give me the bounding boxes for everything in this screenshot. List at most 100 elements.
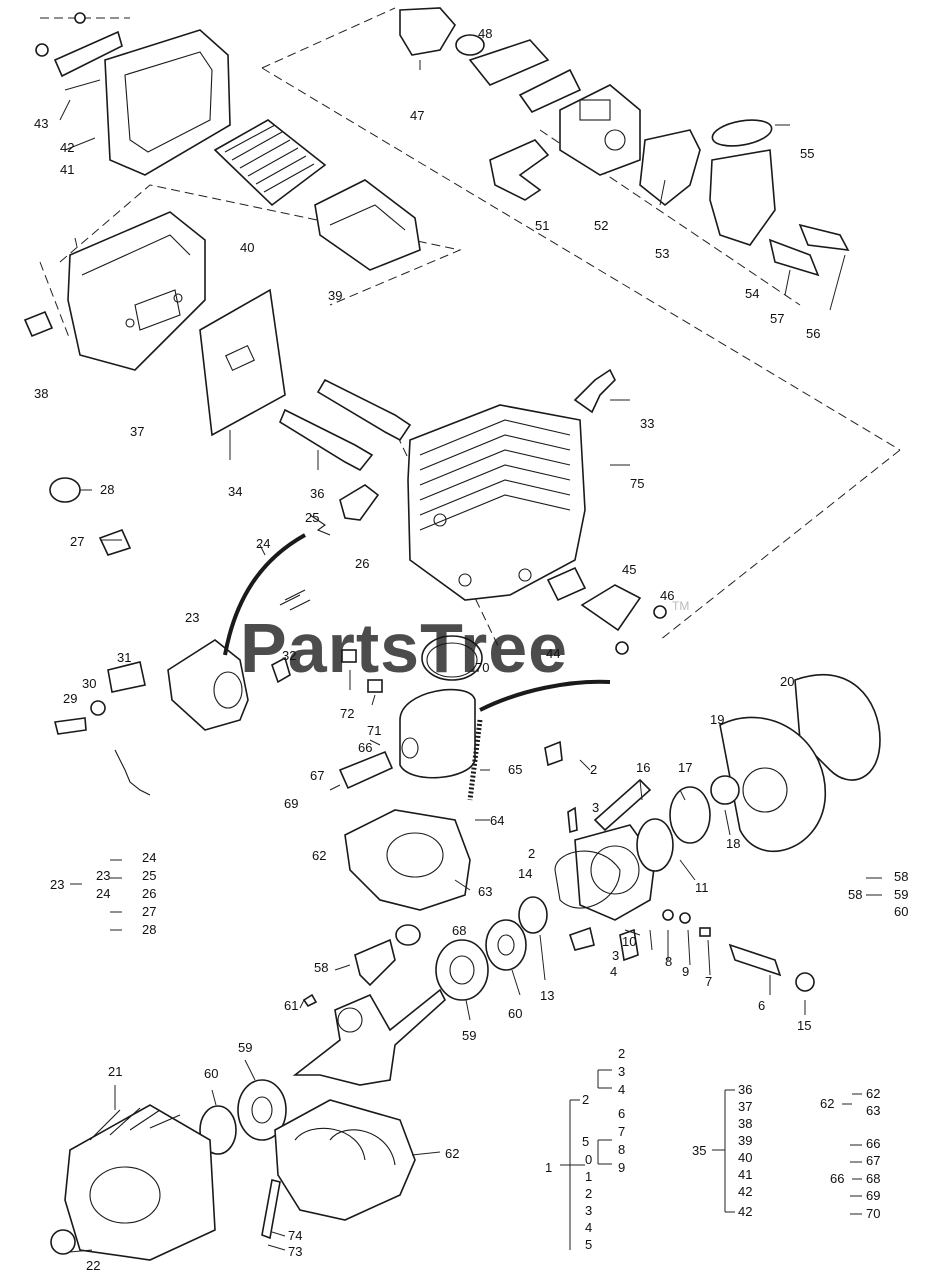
g1-other-5: 4 (585, 1220, 592, 1235)
label-63: 63 (478, 884, 492, 899)
callout-labels: 43 42 41 40 39 38 37 34 47 48 51 52 53 5… (34, 26, 820, 1273)
label-26: 26 (355, 556, 369, 571)
g58-child-1: 58 (894, 869, 908, 884)
hose-24 (223, 533, 306, 656)
label-72: 72 (340, 706, 354, 721)
label-48: 48 (478, 26, 492, 41)
label-62-upper: 62 (312, 848, 326, 863)
label-24: 24 (256, 536, 270, 551)
bracket-43 (53, 30, 123, 78)
bearing-18 (710, 775, 740, 805)
label-33: 33 (640, 416, 654, 431)
fitting-3b (568, 926, 595, 951)
label-46: 46 (660, 588, 674, 603)
bolt-57 (768, 238, 820, 277)
label-36: 36 (310, 486, 324, 501)
label-8: 8 (665, 954, 672, 969)
g35-child-7: 42 (738, 1184, 752, 1199)
cylinder-75 (407, 404, 586, 601)
label-7: 7 (705, 974, 712, 989)
g1-other-4: 3 (585, 1203, 592, 1218)
spark-screen-40 (213, 119, 327, 207)
g1-sub5-child-3: 8 (618, 1142, 625, 1157)
g1-sub5-child-1: 6 (618, 1106, 625, 1121)
label-43: 43 (34, 116, 48, 131)
bearing-59b (237, 1079, 287, 1141)
label-9: 9 (682, 964, 689, 979)
nut-72b (367, 679, 383, 693)
washer-17 (669, 786, 711, 844)
watermark-tm: TM (672, 599, 689, 613)
g1-sub5: 5 (582, 1134, 589, 1149)
label-31: 31 (117, 650, 131, 665)
terminal-32 (271, 656, 291, 684)
lever-51 (489, 139, 550, 201)
label-3a: 3 (592, 800, 599, 815)
label-13: 13 (540, 988, 554, 1003)
sleeve-31 (107, 661, 146, 693)
spark-plug-33 (573, 368, 616, 414)
cap-36 (339, 484, 380, 521)
washer-13 (518, 896, 548, 934)
g1-sub5-child-4: 9 (618, 1160, 625, 1175)
label-60a: 60 (508, 1006, 522, 1021)
g23-child-6: 27 (142, 904, 156, 919)
label-55: 55 (800, 146, 814, 161)
oil-pump-body (574, 824, 656, 921)
g1-other-6: 5 (585, 1237, 592, 1252)
g35-child-2: 37 (738, 1099, 752, 1114)
oring-55 (711, 119, 773, 147)
oring-48 (455, 34, 485, 56)
g66-child-1: 66 (866, 1136, 880, 1151)
muffler-cover-42 (104, 29, 231, 176)
flange-53 (639, 129, 701, 207)
g35-child-4: 39 (738, 1133, 752, 1148)
bolt-38 (23, 310, 54, 338)
label-68: 68 (452, 923, 466, 938)
g1-sub2-child-1: 2 (618, 1046, 625, 1061)
bearing-needle (395, 924, 421, 946)
switch-wire (114, 749, 151, 796)
nut-15 (795, 972, 815, 992)
g58-child-3: 60 (894, 904, 908, 919)
fuel-line-65 (479, 679, 611, 712)
piston-71 (399, 688, 476, 779)
label-41: 41 (60, 162, 74, 177)
label-58: 58 (314, 960, 328, 975)
label-18: 18 (726, 836, 740, 851)
grommet-28 (49, 477, 81, 503)
g62-child-1: 62 (866, 1086, 880, 1101)
intake-boot-54 (709, 149, 776, 246)
group-legend-58: 58 58 59 60 (848, 869, 908, 919)
g66-parent: 66 (830, 1171, 844, 1186)
g35-child-8: 42 (738, 1204, 752, 1219)
piston-pin-67 (338, 750, 394, 790)
clutch-20 (794, 674, 881, 781)
bolt-56 (798, 223, 850, 251)
gasket-small (518, 68, 582, 114)
seal-11 (636, 818, 674, 872)
g66-child-3: 68 (866, 1171, 880, 1186)
label-11: 11 (695, 880, 709, 895)
label-38: 38 (34, 386, 48, 401)
label-2a: 2 (590, 762, 597, 777)
g23-child-4: 25 (142, 868, 156, 883)
label-17: 17 (678, 760, 692, 775)
crankshaft-assembly (50, 896, 548, 1261)
g1-other-1: 0 (585, 1152, 592, 1167)
label-16: 16 (636, 760, 650, 775)
nut-43 (35, 43, 49, 57)
label-74: 74 (288, 1228, 302, 1243)
watermark-text: PartsTree (240, 609, 568, 687)
ignition-assembly (49, 477, 380, 796)
gasket-44 (546, 566, 587, 602)
cylinder-assembly (338, 368, 667, 911)
fitting-3 (567, 806, 578, 834)
label-20: 20 (780, 674, 794, 689)
label-3b: 3 (612, 948, 619, 963)
fitting-2 (544, 740, 563, 767)
label-23: 23 (185, 610, 199, 625)
label-53: 53 (655, 246, 669, 261)
